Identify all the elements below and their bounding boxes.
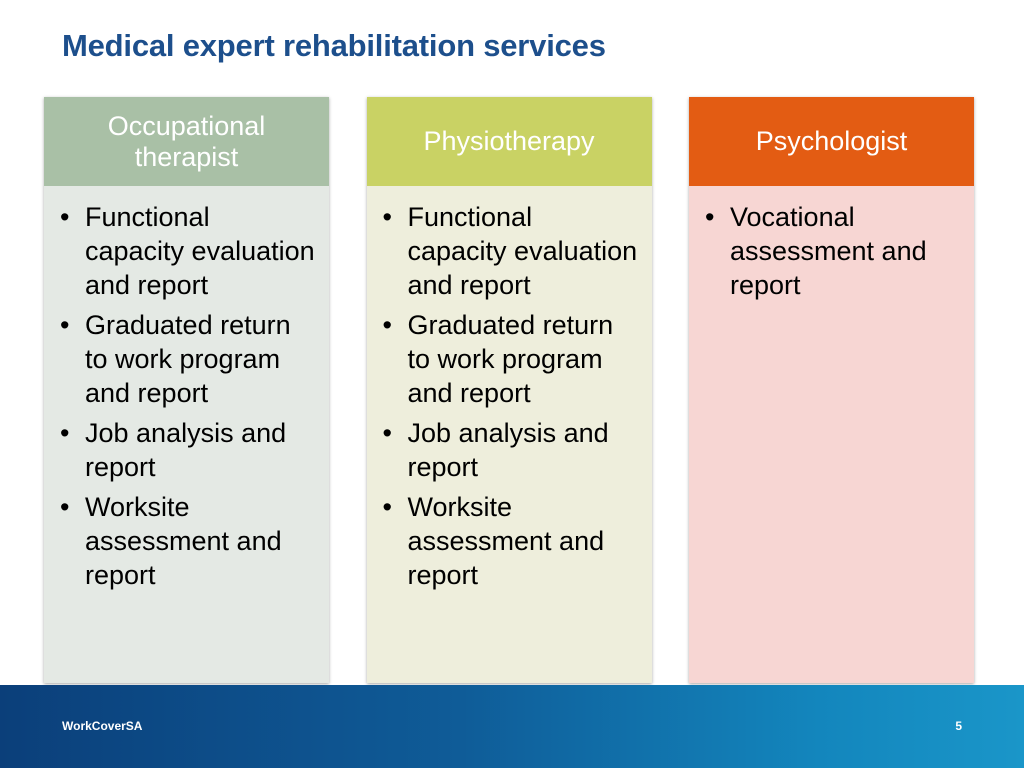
column-psychologist: Psychologist Vocational assessment and r… <box>689 97 974 683</box>
service-columns: Occupational therapist Functional capaci… <box>44 97 974 683</box>
footer-brand: WorkCoverSA <box>62 719 143 733</box>
column-occupational-therapist: Occupational therapist Functional capaci… <box>44 97 329 683</box>
service-list: Vocational assessment and report <box>703 200 960 302</box>
list-item: Graduated return to work program and rep… <box>58 308 315 410</box>
list-item: Functional capacity evaluation and repor… <box>58 200 315 302</box>
column-physiotherapy: Physiotherapy Functional capacity evalua… <box>366 97 652 683</box>
column-body: Vocational assessment and report <box>689 186 974 683</box>
column-header: Psychologist <box>689 97 974 186</box>
column-header: Occupational therapist <box>44 97 329 186</box>
list-item: Vocational assessment and report <box>703 200 960 302</box>
page-number: 5 <box>955 719 962 733</box>
list-item: Functional capacity evaluation and repor… <box>381 200 638 302</box>
list-item: Graduated return to work program and rep… <box>381 308 638 410</box>
column-header: Physiotherapy <box>366 97 652 186</box>
list-item: Job analysis and report <box>58 416 315 484</box>
column-body: Functional capacity evaluation and repor… <box>44 186 329 683</box>
service-list: Functional capacity evaluation and repor… <box>381 200 638 592</box>
footer-bar: WorkCoverSA 5 <box>0 685 1024 768</box>
column-body: Functional capacity evaluation and repor… <box>366 186 652 683</box>
service-list: Functional capacity evaluation and repor… <box>58 200 315 592</box>
list-item: Worksite assessment and report <box>58 490 315 592</box>
list-item: Worksite assessment and report <box>381 490 638 592</box>
list-item: Job analysis and report <box>381 416 638 484</box>
slide-title: Medical expert rehabilitation services <box>62 28 606 63</box>
